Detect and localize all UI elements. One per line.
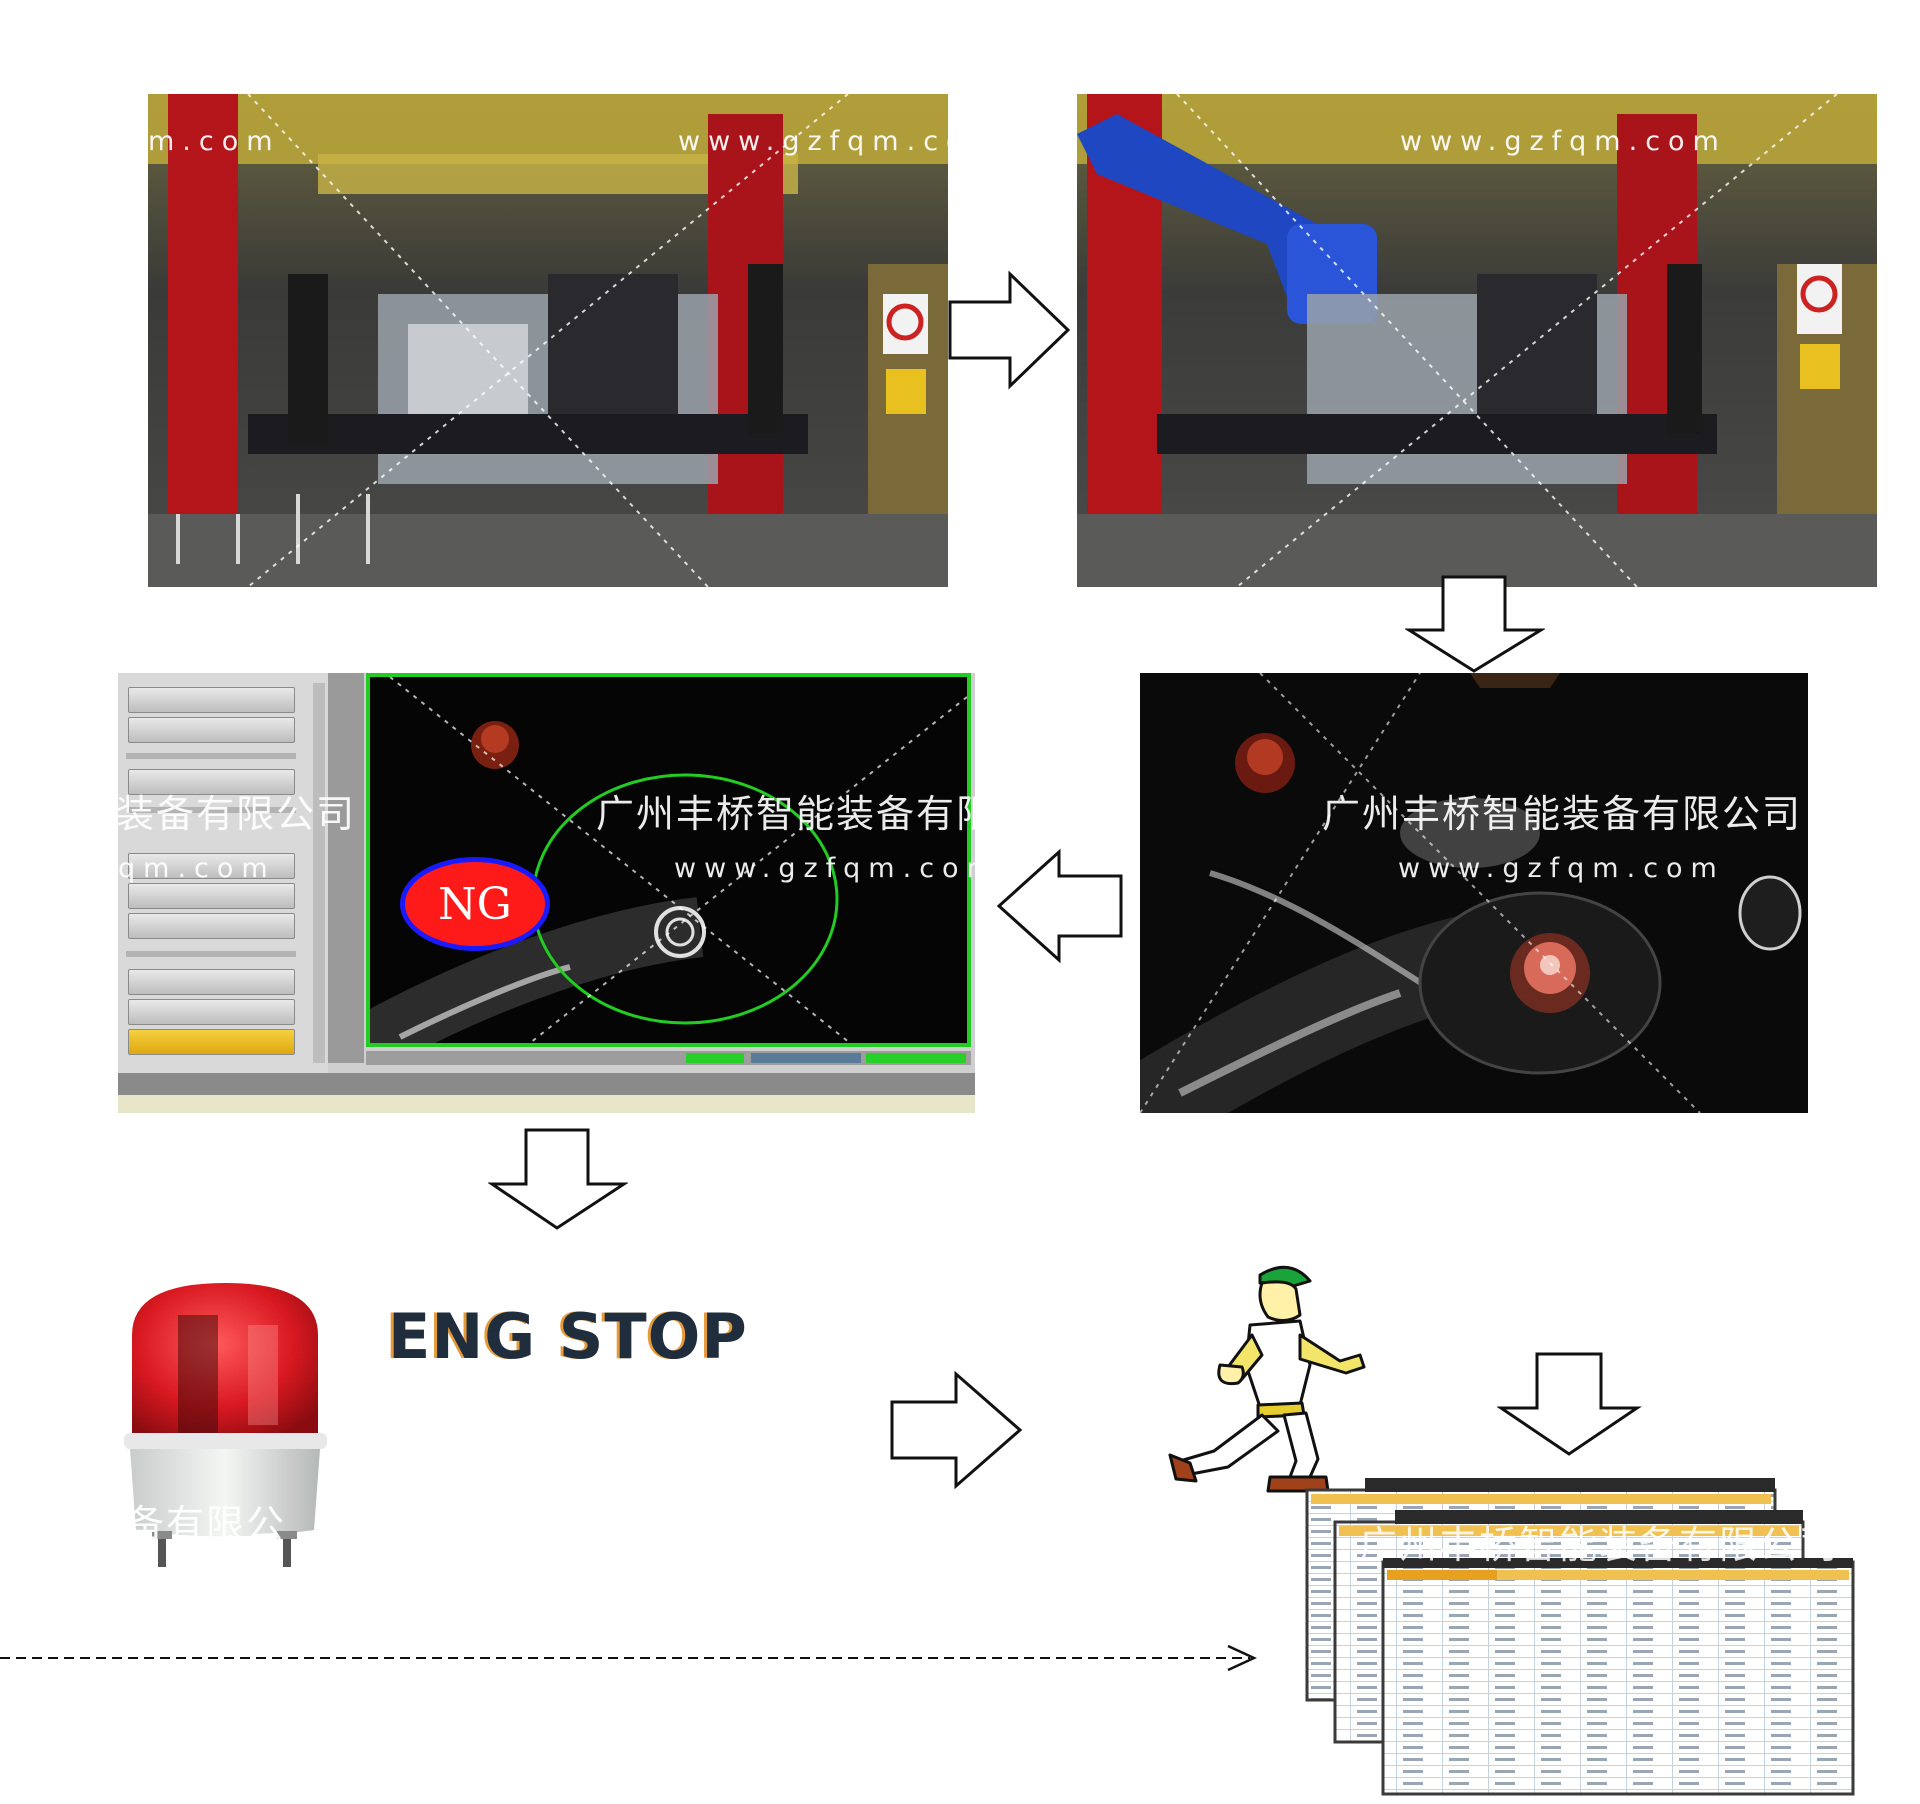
watermark-company: 广州丰桥智能装备有限: [596, 792, 975, 836]
watermark-url: qm.com: [118, 853, 276, 884]
sidebar-button[interactable]: [128, 687, 295, 713]
sidebar-button[interactable]: [128, 717, 295, 743]
photo-camera-closeup: 广州丰桥智能装备有限公司 www.gzfqm.com: [1140, 673, 1808, 1113]
sidebar-section: [126, 951, 296, 957]
sidebar-button[interactable]: [128, 769, 295, 795]
sidebar-section: [126, 807, 296, 813]
sidebar-button[interactable]: [128, 853, 295, 879]
sidebar-scrollbar[interactable]: [313, 683, 325, 1063]
watermark-url: www.gzfqm.co: [678, 126, 948, 157]
photo-assembly-line-1: m.com www.gzfqm.co: [148, 94, 948, 587]
eng-stop-label: ENG STOP: [388, 1300, 748, 1373]
ng-badge: NG: [400, 857, 550, 951]
arrow-right-icon: [948, 270, 1071, 390]
running-worker-icon: [1168, 1265, 1366, 1493]
watermark-company: 广州丰桥智能装备有限公司: [1322, 792, 1803, 836]
photo-robot-arm: www.gzfqm.com: [1077, 94, 1877, 587]
camera-status-bar: [366, 1051, 971, 1065]
arrow-down-icon: [1405, 575, 1545, 673]
watermark-url: www.gzfqm.com: [674, 853, 975, 884]
sidebar-button-active[interactable]: [128, 1029, 295, 1055]
watermark-company: 广州丰桥智能装备有限公司: [1359, 1523, 1840, 1567]
watermark-url: www.gzfqm.com: [1398, 853, 1725, 884]
sidebar-section: [126, 753, 296, 759]
camera-view: NG: [366, 673, 971, 1047]
arrow-down-icon: [488, 1128, 628, 1230]
sidebar-button[interactable]: [128, 969, 295, 995]
software-footer: [118, 1095, 975, 1113]
software-sidebar: [118, 673, 328, 1073]
warning-beacon: 备有限公: [118, 1275, 333, 1585]
dashed-arrow-to-reports: [0, 1644, 1257, 1672]
arrow-left-icon: [996, 848, 1123, 964]
sidebar-button[interactable]: [128, 999, 295, 1025]
watermark-company: 备有限公: [126, 1502, 287, 1546]
watermark-url: m.com: [148, 126, 281, 157]
sidebar-button[interactable]: [128, 883, 295, 909]
watermark-url: www.gzfqm.com: [1400, 126, 1727, 157]
software-timeline: [118, 1073, 975, 1095]
sidebar-button[interactable]: [128, 913, 295, 939]
arrow-right-icon: [890, 1370, 1023, 1490]
ng-badge-label: NG: [438, 878, 512, 930]
watermark-company: 装备有限公司: [118, 792, 357, 836]
inspection-software-window: NG 装备有限公司 广州丰桥智能装备有限 qm.com www.gzfqm.co…: [118, 673, 975, 1113]
arrow-down-icon: [1497, 1352, 1642, 1456]
report-sheets: 广州丰桥智能装备有限公司: [1305, 1478, 1865, 1798]
